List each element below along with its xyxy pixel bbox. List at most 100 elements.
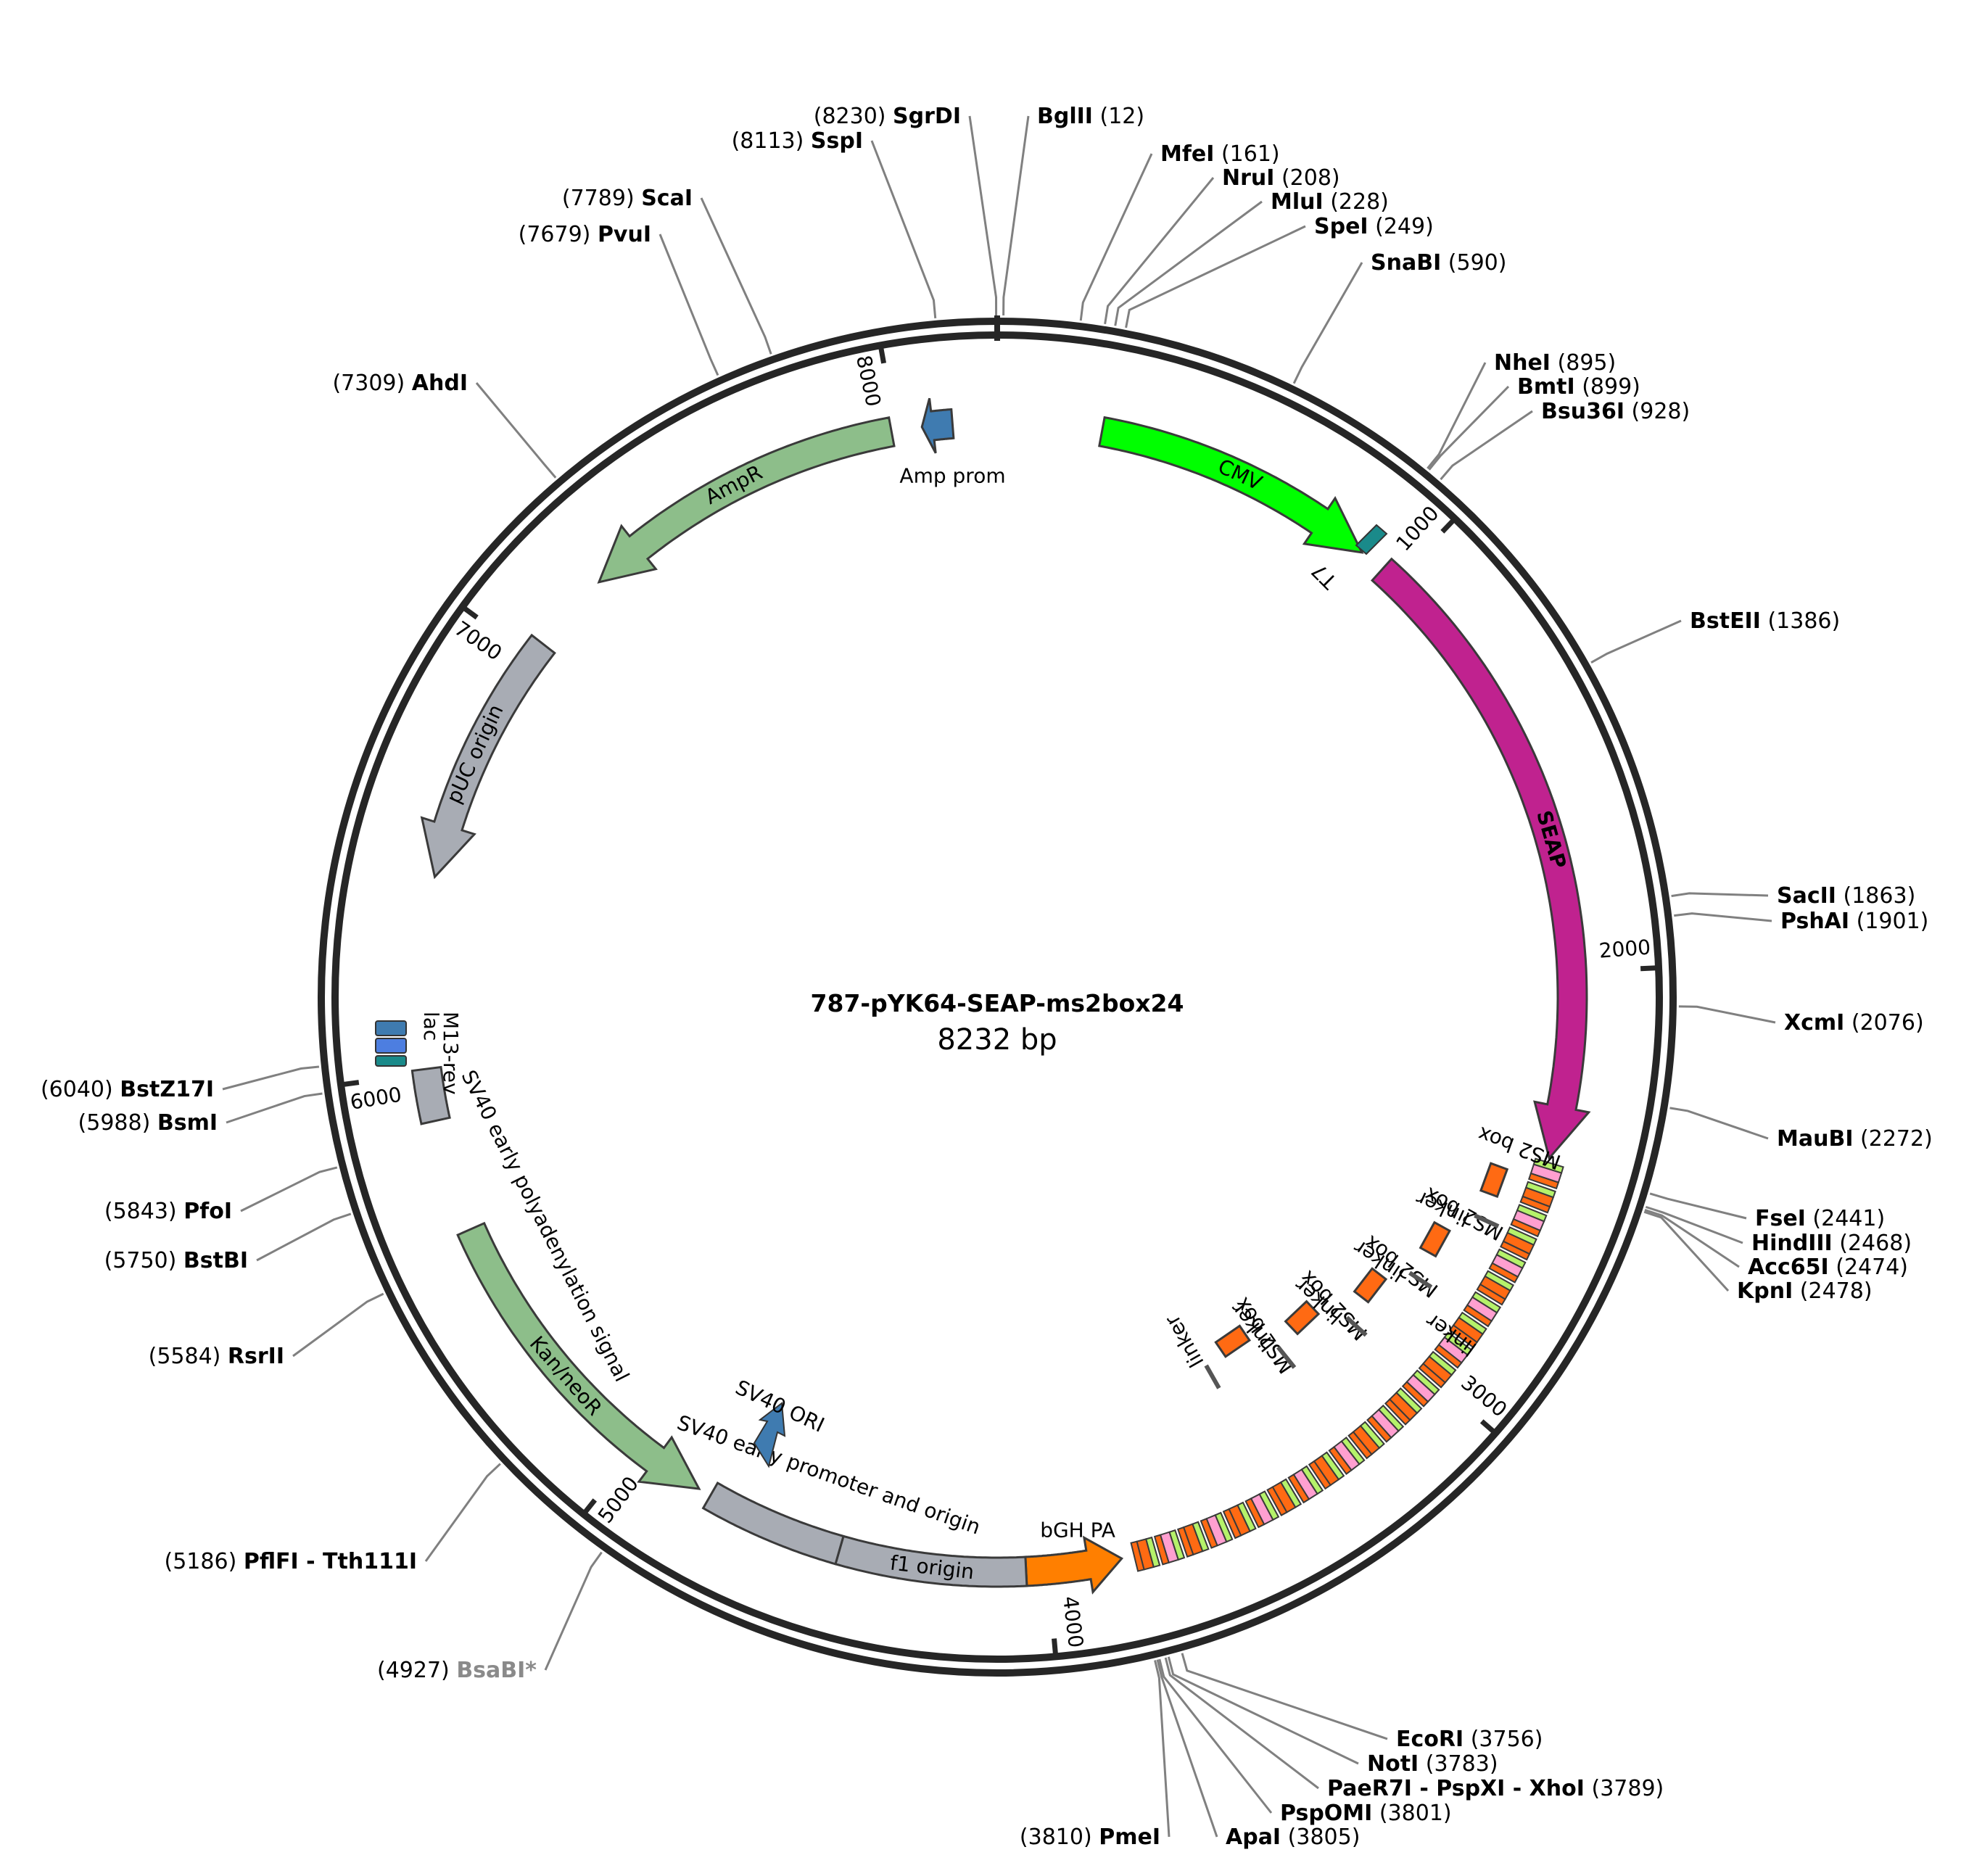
repeat-segment [1418,1363,1447,1389]
repeat-segment [1510,1218,1542,1238]
enzyme-label-pfoi: (5843) PfoI [104,1199,232,1224]
enzyme-leader-lines [222,115,1776,1838]
repeat-segment [1463,1304,1493,1328]
leader-line [1156,1659,1218,1838]
leader-line [659,234,719,376]
leader-line [1292,262,1363,384]
feature-puc-origin [420,633,556,880]
leader-line [1590,619,1682,664]
ms2-box-marker [1479,1162,1509,1198]
enzyme-label-pshai: PshAI (1901) [1780,909,1928,934]
enzyme-label-bsu36i: Bsu36I (928) [1541,399,1690,424]
repeat-segment [1401,1381,1429,1408]
lac-marker [375,1038,407,1054]
leader-line [240,1166,338,1212]
enzyme-label-sacii: SacII (1863) [1777,883,1915,909]
leader-line [1678,1005,1776,1024]
leader-line [1427,362,1487,469]
lac-label: lac [419,1012,443,1041]
leader-line [1645,1205,1743,1244]
tick-8000 [878,342,887,364]
leader-line [1649,1192,1747,1220]
leader-line [1428,385,1510,471]
feature-seap [1370,557,1591,1161]
repeat-segment [1434,1344,1463,1369]
enzyme-label-bmti: BmtI (899) [1517,374,1640,400]
linker-marker [1276,1345,1297,1369]
leader-line [475,382,557,479]
repeat-segment [1519,1195,1551,1214]
leader-line [1669,1107,1769,1140]
enzyme-label-spei: SpeI (249) [1314,214,1434,239]
enzyme-label-pvui: (7679) PvuI [519,222,651,247]
t7-label: T7 [1307,558,1342,594]
enzyme-label-snabi: SnaBI (590) [1371,250,1506,276]
repeat-segment [1266,1486,1288,1517]
repeat-segment [1488,1262,1519,1284]
enzyme-label-noti: NotI (3783) [1367,1751,1498,1777]
feature-kan-neor [456,1221,701,1490]
tick-label: 2000 [1598,935,1652,963]
m13-rev-marker [375,1020,407,1036]
repeat-segment [1384,1398,1411,1426]
enzyme-label-pmei: (3810) PmeI [1020,1825,1160,1850]
enzyme-label-kpni: KpnI (2478) [1737,1278,1873,1304]
tick-label: 1000 [1391,501,1443,555]
leader-line [256,1212,352,1262]
plasmid-size: 8232 bp [937,1023,1057,1057]
leader-line [1104,177,1215,325]
enzyme-label-bglii: BglII (12) [1037,104,1144,129]
tick-label: 6000 [348,1083,403,1115]
repeat-segment [1366,1415,1392,1443]
enzyme-label-xcmi: XcmI (2076) [1784,1010,1924,1036]
feature-amp-prom [920,397,955,454]
leader-line [1154,1660,1171,1838]
tick-7000 [459,603,479,620]
tick-4000 [1052,1638,1059,1659]
tick-label: 5000 [593,1472,643,1528]
enzyme-label-paer7i-pspxi-xhoi: PaeR7I - PspXI - XhoI (3789) [1327,1776,1664,1801]
leader-line [870,140,937,319]
enzyme-label-ahdi: (7309) AhdI [332,371,468,396]
leader-line [1643,1210,1730,1292]
leader-line [700,197,772,355]
plasmid-name: 787-pYK64-SEAP-ms2box24 [811,989,1184,1017]
enzyme-label-mlui: MluI (228) [1271,189,1389,215]
m13-rev-label: M13-rev [439,1012,463,1095]
ms2-box-marker [1284,1299,1321,1336]
enzyme-label-bsabi-: (4927) BsaBI* [377,1658,537,1683]
enzyme-labels: BglII (12)MfeI (161)NruI (208)MluI (228)… [41,104,1933,1850]
leader-line [1079,153,1153,321]
cap-marker [375,1055,407,1067]
repeat-segment [1287,1474,1310,1504]
enzyme-label-rsrii: (5584) RsrII [149,1344,284,1369]
enzyme-label-hindiii: HindIII (2468) [1751,1231,1912,1256]
leader-line [1440,410,1533,481]
enzyme-label-scai: (7789) ScaI [562,186,693,211]
enzyme-label-mfei: MfeI (161) [1160,141,1280,167]
tick-label: 4000 [1058,1595,1088,1649]
tick-6000 [338,1080,360,1088]
feature-sv40-early-promoter-and-origin [701,1481,845,1566]
enzyme-label-pspomi: PspOMI (3801) [1280,1801,1452,1826]
leader-line [226,1092,323,1124]
enzyme-label-bstz17i: (6040) BstZ17I [41,1077,214,1102]
repeat-segment [1176,1526,1194,1558]
enzyme-label-acc65i: Acc65I (2474) [1748,1255,1908,1280]
repeat-segment [1347,1431,1373,1460]
repeat-segment [1328,1445,1353,1475]
tick-1000 [1440,515,1458,534]
enzyme-label-fsei: FseI (2441) [1755,1206,1885,1231]
leader-line [968,115,998,316]
tick-label: 3000 [1456,1371,1511,1422]
enzyme-label-bstbi: (5750) BstBI [104,1248,248,1273]
leader-line [1164,1657,1319,1790]
tick-label: 7000 [450,616,506,665]
enzyme-label-ecori: EcoRI (3756) [1396,1727,1543,1752]
repeat-segment [1448,1324,1479,1349]
m13-lac-features: M13-rev lac [375,1012,463,1095]
repeat-segment [1308,1460,1332,1490]
leader-line [222,1065,320,1091]
